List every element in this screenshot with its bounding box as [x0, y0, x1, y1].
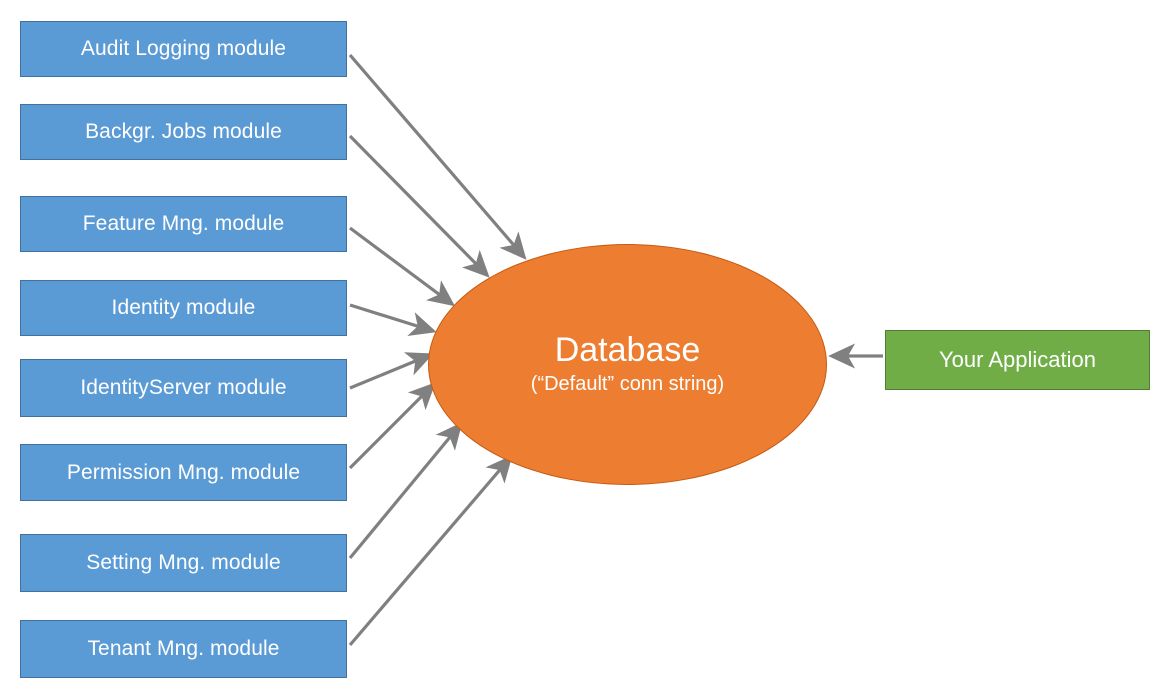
database-title: Database — [554, 331, 701, 370]
module-label: Identity module — [111, 296, 256, 319]
module-box-background-jobs[interactable]: Backgr. Jobs module — [20, 104, 347, 160]
module-box-identity-server[interactable]: IdentityServer module — [20, 359, 347, 417]
your-application-node[interactable]: Your Application — [885, 330, 1150, 390]
connector-background-jobs-to-database — [348, 134, 490, 278]
database-subtitle: (“Default” conn string) — [530, 372, 725, 395]
module-label: Backgr. Jobs module — [85, 120, 282, 143]
database-node[interactable]: Database (“Default” conn string) — [428, 244, 827, 485]
module-box-setting-mng[interactable]: Setting Mng. module — [20, 534, 347, 592]
module-box-feature-mng[interactable]: Feature Mng. module — [20, 196, 347, 252]
module-label: Tenant Mng. module — [87, 637, 280, 660]
module-label: IdentityServer module — [80, 376, 287, 399]
module-label: Feature Mng. module — [82, 212, 285, 235]
module-label: Permission Mng. module — [66, 460, 301, 484]
connector-identity-to-database — [349, 303, 437, 337]
module-label: Audit Logging module — [80, 37, 287, 60]
your-application-label: Your Application — [939, 347, 1096, 372]
connector-permission-mng-to-database — [348, 382, 436, 470]
connector-tenant-mng-to-database — [348, 455, 513, 647]
connector-feature-mng-to-database — [349, 226, 456, 307]
connector-setting-mng-to-database — [348, 422, 463, 560]
connector-identity-server-to-database — [349, 352, 434, 390]
module-box-tenant-mng[interactable]: Tenant Mng. module — [20, 620, 347, 678]
module-label: Setting Mng. module — [86, 551, 281, 574]
module-box-identity[interactable]: Identity module — [20, 280, 347, 336]
module-box-permission-mng[interactable]: Permission Mng. module — [20, 444, 347, 501]
module-box-audit-logging[interactable]: Audit Logging module — [20, 21, 347, 77]
connector-audit-logging-to-database — [348, 53, 527, 260]
